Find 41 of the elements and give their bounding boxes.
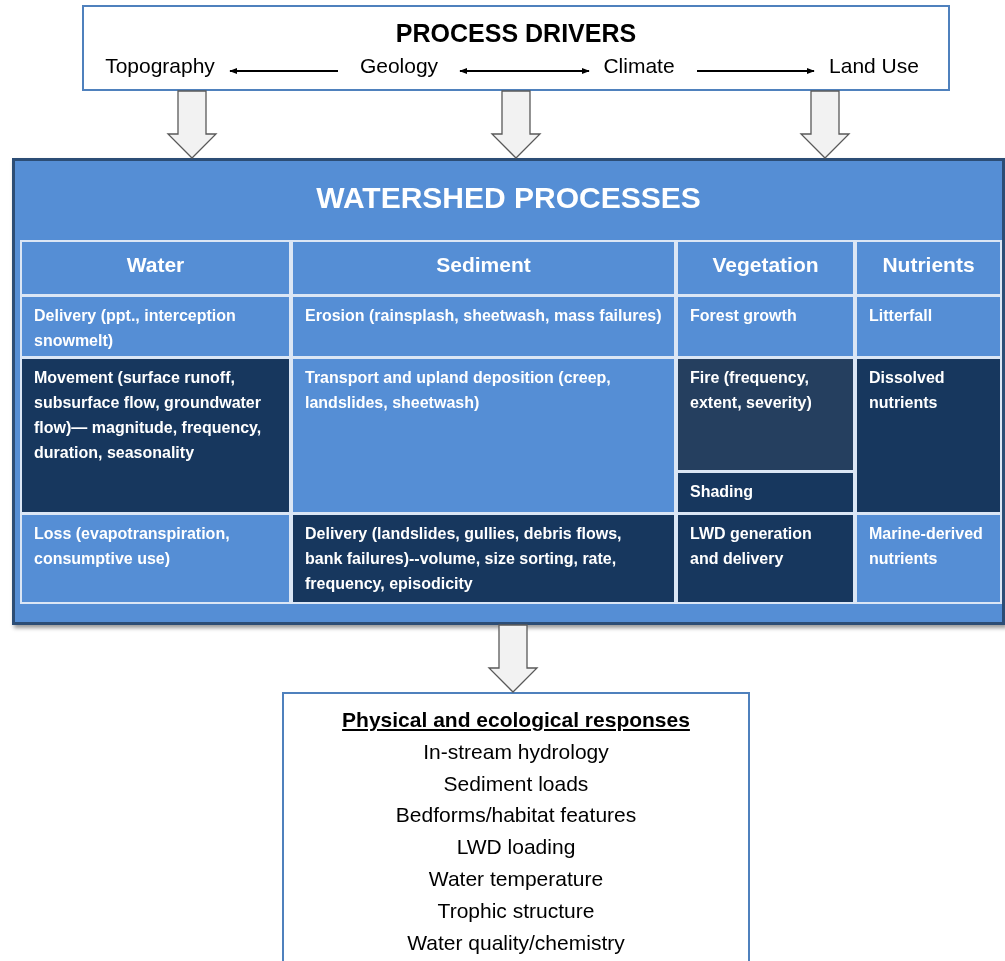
process-cell: Delivery (landslides, gullies, debris flows, bank failures)--volume, size sorting, rate, frequency, episodicity (291, 513, 676, 604)
response-item: In-stream hydrology (422, 738, 610, 765)
drivers-box (82, 5, 950, 91)
driver-label: Geology (356, 54, 442, 86)
process-cell: LWD generation and delivery (676, 513, 855, 604)
process-cell: Delivery (ppt., interception snowmelt) (20, 295, 291, 358)
column-header-cell: Sediment (291, 240, 676, 296)
panel-title: WATERSHED PROCESSES (315, 181, 702, 215)
column-header-cell: Vegetation (676, 240, 855, 296)
column-header-cell: Water (20, 240, 291, 296)
response-item: LWD loading (455, 834, 577, 861)
arrow (459, 67, 590, 75)
process-cell: Litterfall (855, 295, 1002, 358)
process-cell: Erosion (rainsplash, sheetwash, mass failures) (291, 295, 676, 358)
block-arrow (487, 624, 539, 693)
process-cell: Loss (evapotranspiration, consumptive use) (20, 513, 291, 604)
block-arrow (799, 90, 851, 159)
processes-panel (12, 158, 1005, 625)
process-cell: Transport and upland deposition (creep, landslides, sheetwash) (291, 357, 676, 514)
response-item: Bedforms/habitat features (394, 802, 638, 829)
responses-box (282, 692, 750, 961)
driver-label: Topography (100, 54, 220, 86)
column-header-cell: Nutrients (855, 240, 1002, 296)
responses-heading: Physical and ecological responses (341, 707, 691, 733)
response-item: Water quality/chemistry (406, 929, 626, 956)
process-cell: Dissolved nutrients (855, 357, 1002, 514)
arrow (229, 67, 339, 75)
response-item: Water temperature (427, 866, 605, 892)
box-title: PROCESS DRIVERS (394, 19, 638, 48)
response-item: Trophic structure (436, 897, 596, 924)
process-cell: Shading (676, 471, 855, 514)
process-cell: Forest growth (676, 295, 855, 358)
block-arrow (490, 90, 542, 159)
process-cell: Fire (frequency, extent, severity) (676, 357, 855, 472)
driver-label: Land Use (824, 54, 924, 86)
block-arrow (166, 90, 218, 159)
driver-label: Climate (599, 54, 679, 86)
process-cell: Marine-derived nutrients (855, 513, 1002, 604)
response-item: Sediment loads (442, 770, 590, 797)
arrow (696, 67, 815, 75)
process-cell: Movement (surface runoff, subsurface flow, groundwater flow)— magnitude, frequency, duration, seasonality (20, 357, 291, 514)
